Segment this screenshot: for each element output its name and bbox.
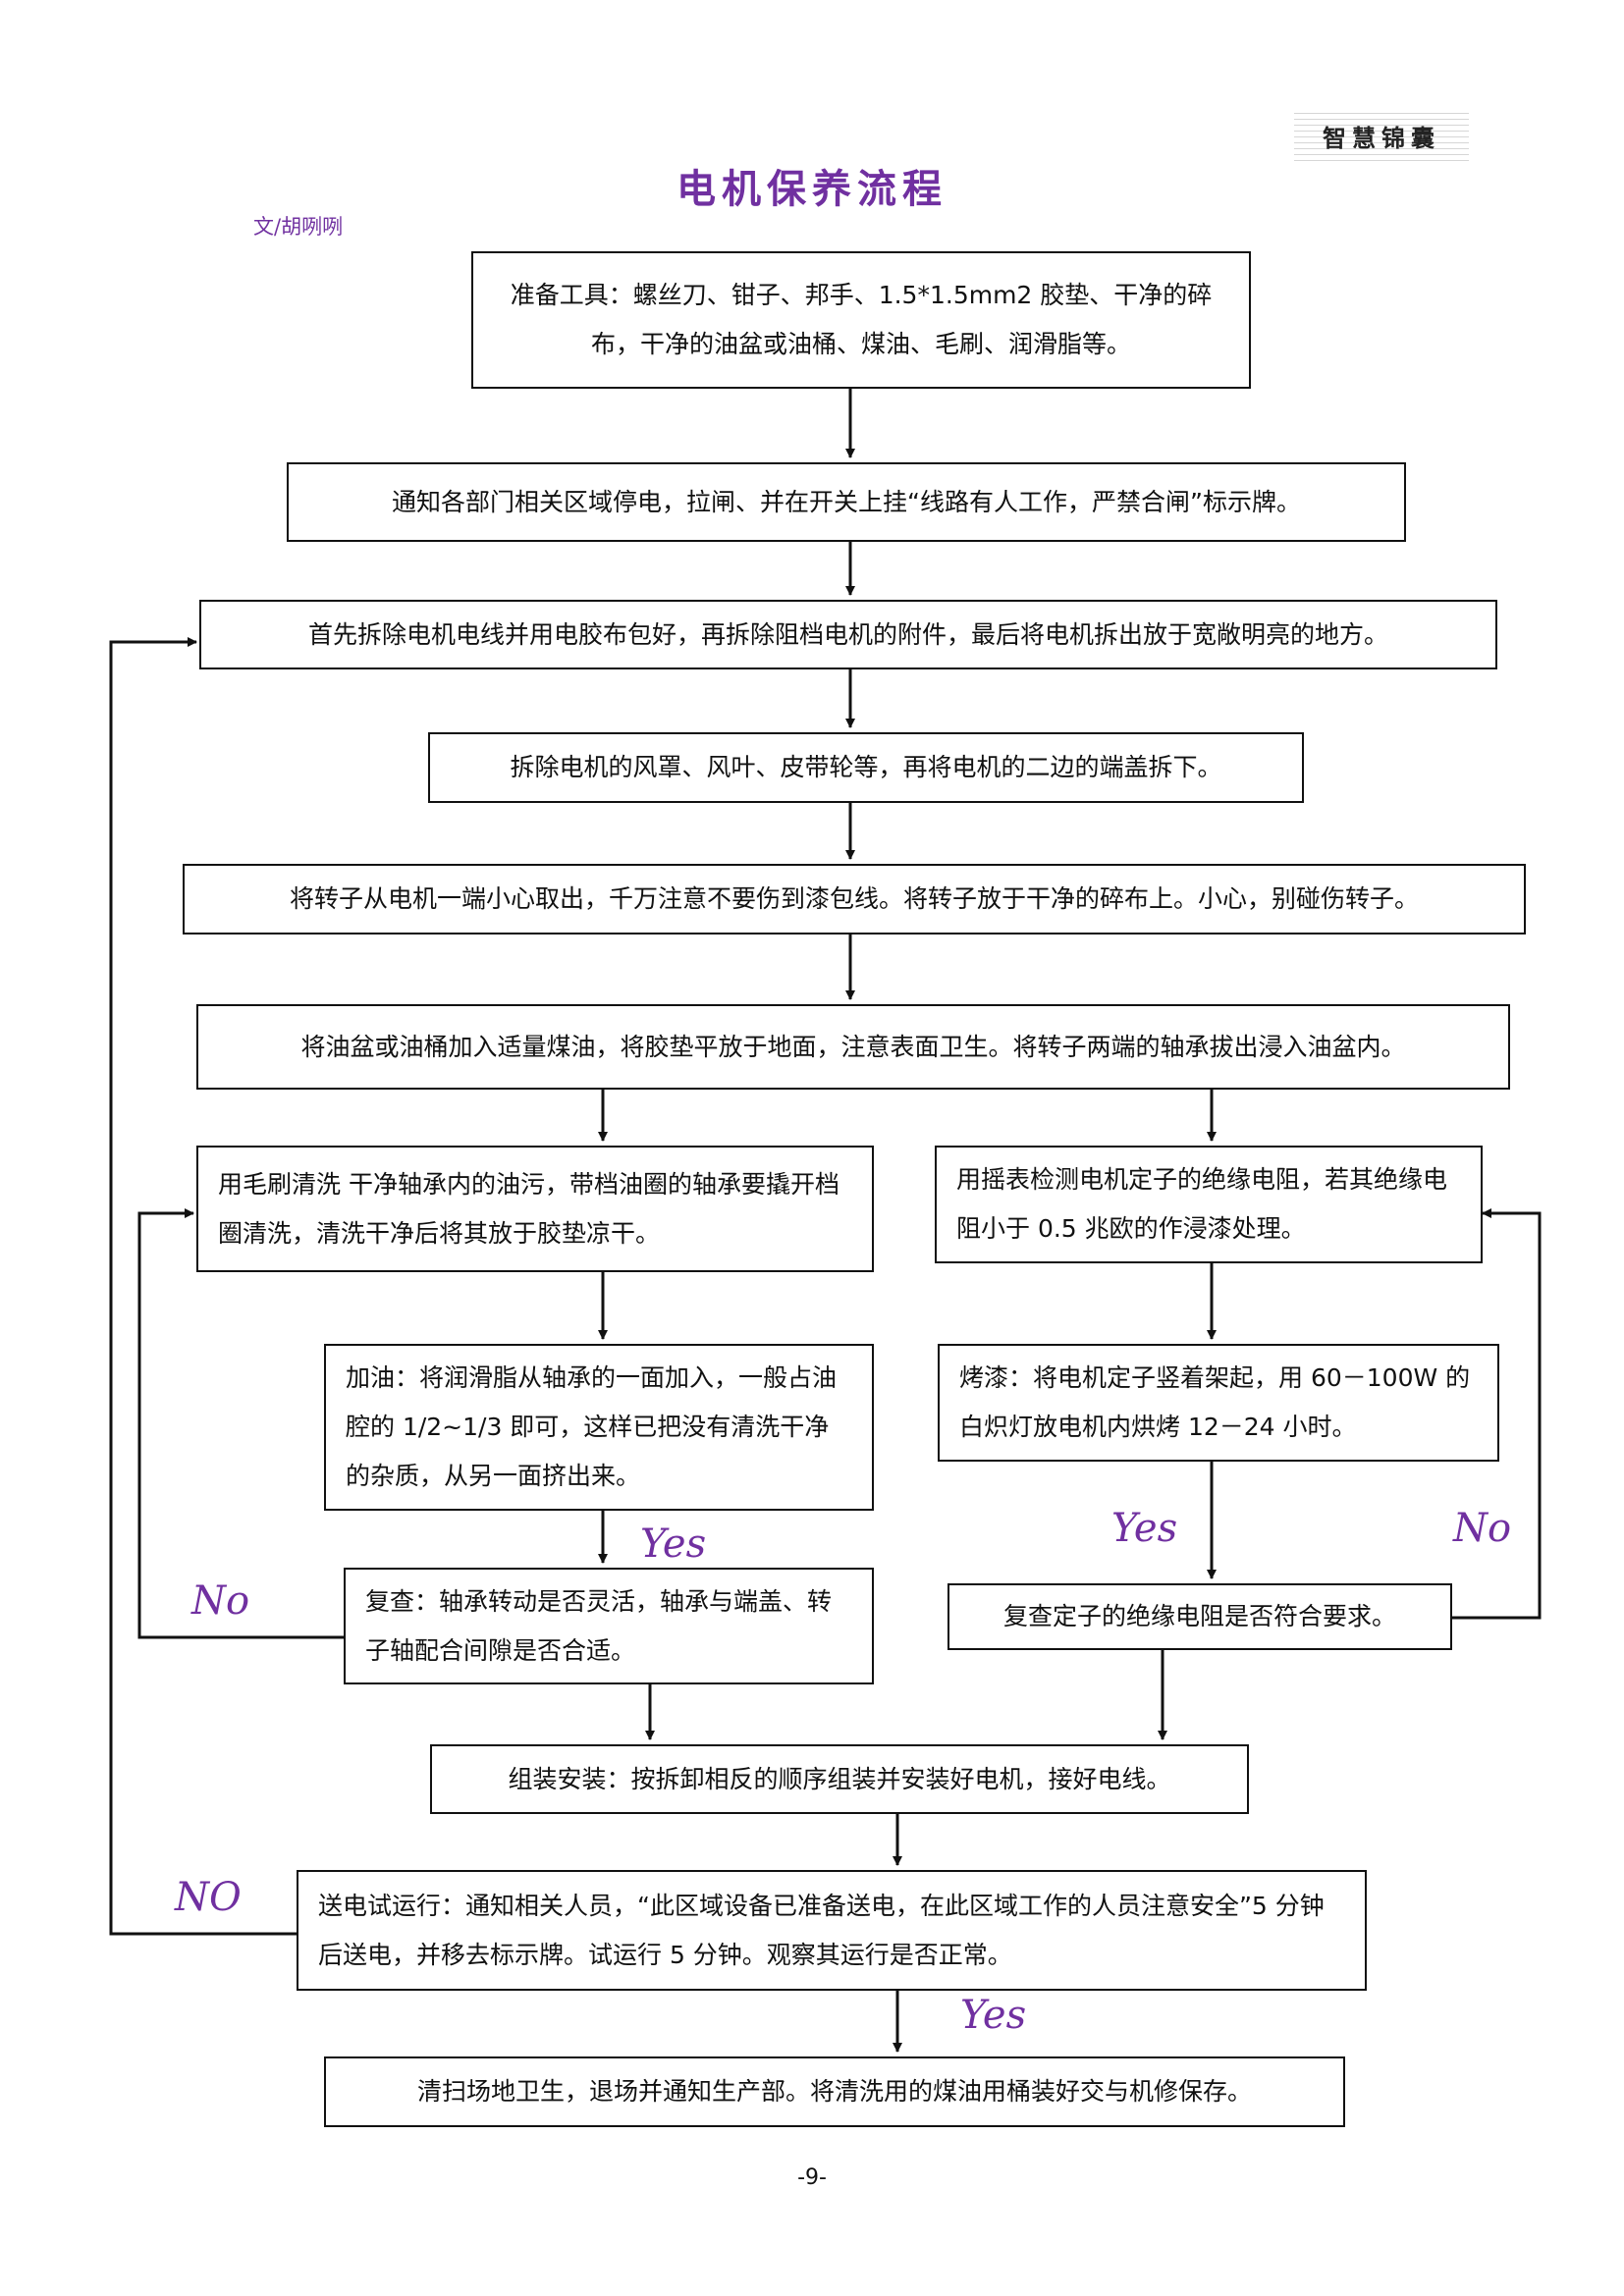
step-assemble: 组装安装：按拆卸相反的顺序组装并安装好电机，接好电线。 [430,1744,1249,1814]
page-title: 电机保养流程 [677,166,947,212]
step-add-grease: 加油：将润滑脂从轴承的一面加入，一般占油腔的 1/2~1/3 即可，这样已把没有… [324,1344,874,1511]
label-stator-no: No [1453,1506,1512,1551]
label-test-yes: Yes [960,1993,1027,2038]
decision-test-run: 送电试运行：通知相关人员，“此区域设备已准备送电，在此区域工作的人员注意安全”5… [297,1870,1367,1991]
step-remove-rotor: 将转子从电机一端小心取出，千万注意不要伤到漆包线。将转子放于干净的碎布上。小心，… [183,864,1526,934]
decision-recheck-insulation: 复查定子的绝缘电阻是否符合要求。 [947,1583,1452,1650]
loop-test-no [109,637,297,1936]
step-remove-covers: 拆除电机的风罩、风叶、皮带轮等，再将电机的二边的端盖拆下。 [428,732,1304,803]
step-bake-varnish: 烤漆：将电机定子竖着架起，用 60－100W 的白炽灯放电机内烘烤 12－24 … [938,1344,1499,1462]
loop-bearing-no [137,1208,344,1639]
label-bearing-yes: Yes [640,1522,707,1567]
step-power-off: 通知各部门相关区域停电，拉闸、并在开关上挂“线路有人工作，严禁合闸”标示牌。 [287,462,1406,542]
step-cleanup: 清扫场地卫生，退场并通知生产部。将清洗用的煤油用桶装好交与机修保存。 [324,2056,1345,2127]
header-tag: 智慧锦囊 [1294,108,1469,163]
step-clean-bearings: 用毛刷清洗 干净轴承内的油污，带档油圈的轴承要撬开档圈清洗，清洗干净后将其放于胶… [196,1146,874,1272]
label-test-no: NO [175,1875,242,1920]
step-remove-motor: 首先拆除电机电线并用电胶布包好，再拆除阻档电机的附件，最后将电机拆出放于宽敞明亮… [199,600,1497,669]
label-bearing-no: No [191,1578,250,1624]
author-byline: 文/胡咧咧 [253,215,344,239]
step-soak-bearings: 将油盆或油桶加入适量煤油，将胶垫平放于地面，注意表面卫生。将转子两端的轴承拔出浸… [196,1004,1510,1090]
loop-stator-no [1452,1208,1542,1620]
page-number: -9- [797,2165,827,2190]
label-stator-yes: Yes [1111,1506,1178,1551]
step-check-insulation: 用摇表检测电机定子的绝缘电阻，若其绝缘电阻小于 0.5 兆欧的作浸漆处理。 [935,1146,1483,1263]
decision-recheck-bearing: 复查：轴承转动是否灵活，轴承与端盖、转子轴配合间隙是否合适。 [344,1568,874,1684]
step-prepare-tools: 准备工具：螺丝刀、钳子、邦手、1.5*1.5mm2 胶垫、干净的碎布，干净的油盆… [471,251,1251,389]
